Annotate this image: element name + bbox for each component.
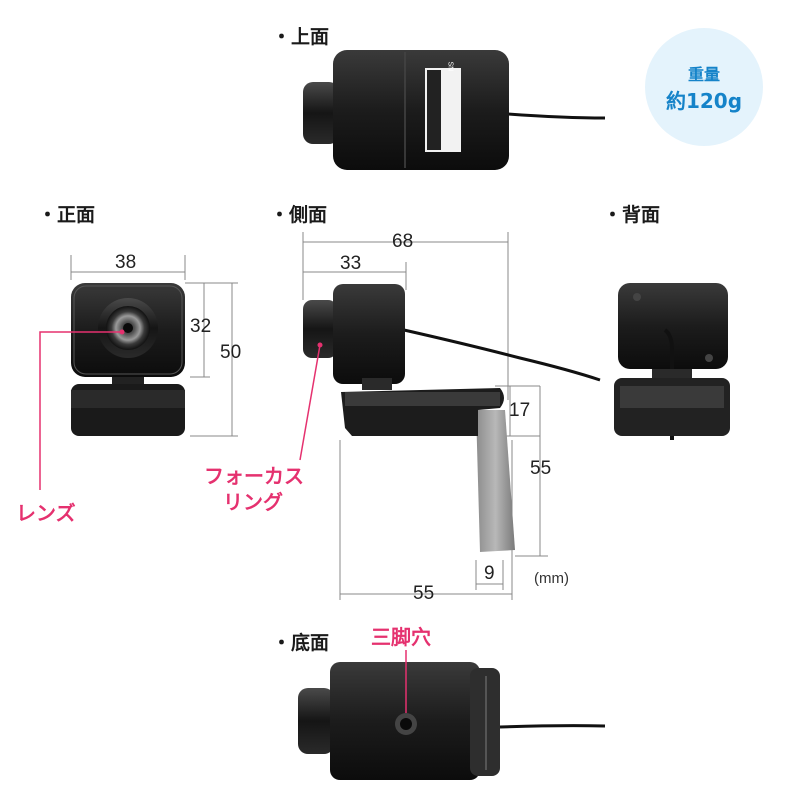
title-side-view: ・側面 <box>270 204 328 226</box>
callout-lens: レンズ <box>16 501 76 525</box>
side-view-drawing <box>299 232 601 600</box>
bottom-focus-ring <box>298 688 334 754</box>
dim-unit: (mm) <box>534 570 569 587</box>
top-body <box>333 50 509 170</box>
title-bottom-view: ・底面 <box>272 632 330 654</box>
top-focus-ring <box>303 82 339 144</box>
back-head <box>618 283 728 369</box>
side-focus-ring <box>303 300 337 358</box>
bottom-view-drawing <box>298 650 606 780</box>
callout-tripod-hole: 三脚穴 <box>371 625 431 649</box>
title-top-view: ・上面 <box>272 26 330 48</box>
lens-callout-line <box>39 331 122 490</box>
dim-front-total-height: 50 <box>220 342 242 363</box>
focus-callout-line <box>299 344 321 461</box>
callout-focus-ring-line2: リング <box>223 490 283 514</box>
dim-front-head-height: 32 <box>190 316 212 337</box>
top-view-drawing <box>303 50 606 170</box>
top-cable <box>494 111 606 120</box>
weight-value: 約120g <box>665 88 743 113</box>
dim-side-clip-thickness: 17 <box>509 400 531 421</box>
front-view-drawing <box>39 255 238 490</box>
side-head <box>333 284 405 384</box>
weight-badge: 重量 約120g <box>645 28 763 146</box>
back-cable <box>663 328 674 440</box>
title-back-view: ・背面 <box>603 204 661 226</box>
dim-side-total-length: 68 <box>392 231 414 252</box>
weight-label: 重量 <box>687 64 720 84</box>
title-front-view: ・正面 <box>38 204 96 226</box>
dim-front-width: 38 <box>115 252 137 273</box>
dim-side-head-length: 33 <box>340 253 362 274</box>
dim-side-clip-width: 9 <box>484 563 495 584</box>
side-clip-leg <box>476 410 515 552</box>
dim-side-clip-height: 55 <box>530 458 552 479</box>
back-view-drawing <box>614 283 730 440</box>
callout-focus-ring-line1: フォーカス <box>204 464 304 488</box>
dim-side-base-length: 55 <box>413 583 435 604</box>
sticker-sn: SN <box>446 61 454 72</box>
